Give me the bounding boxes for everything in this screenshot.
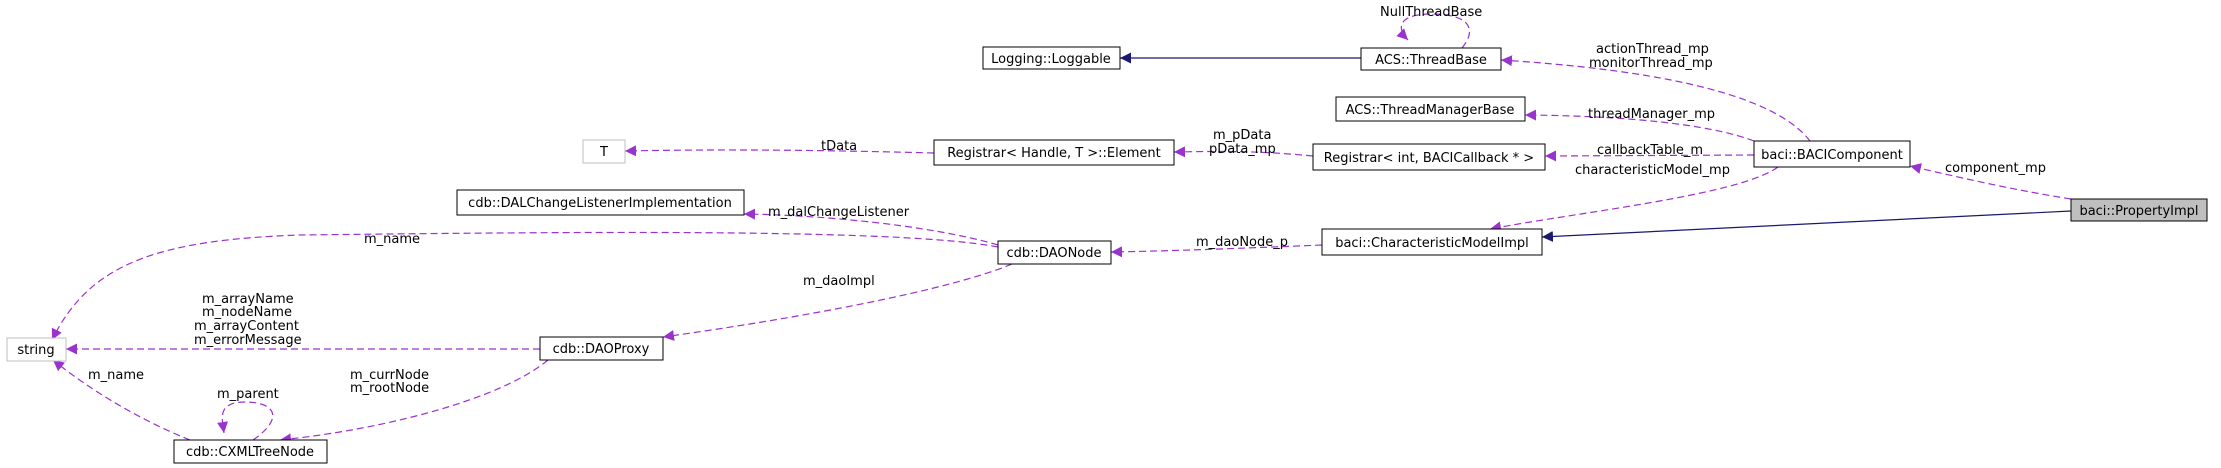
node-label: cdb::DAONode — [1006, 246, 1101, 261]
node-label: cdb::DALChangeListenerImplementation — [468, 196, 732, 211]
edge-label-tdata: tData — [821, 139, 857, 154]
edge-daonode-to-dalchangelistener — [743, 208, 999, 246]
node-cdb-cxmltreenode[interactable]: cdb::CXMLTreeNode — [173, 439, 328, 464]
edge-label-monitorthread-mp: monitorThread_mp — [1589, 56, 1713, 71]
edge-propertyimpl-to-bacicomponent — [1909, 163, 2072, 200]
edge-threadbase-self-nullthreadbase — [1396, 13, 1470, 49]
edge-cxmltreenode-to-string — [52, 359, 191, 441]
node-baci-characteristicmodelimpl[interactable]: baci::CharacteristicModelImpl — [1321, 228, 1543, 256]
edge-label-callbacktable-m: callbackTable_m — [1597, 143, 1703, 158]
node-label: string — [17, 343, 54, 358]
node-t[interactable]: T — [582, 139, 626, 164]
edge-label-actionthread-mp: actionThread_mp — [1596, 42, 1709, 57]
node-string[interactable]: string — [6, 337, 67, 362]
node-label: ACS::ThreadBase — [1375, 53, 1487, 68]
edge-label-m-daoimpl: m_daoImpl — [803, 274, 875, 289]
node-label: Registrar< int, BACICallback * > — [1324, 151, 1534, 166]
node-label: baci::PropertyImpl — [2079, 204, 2198, 219]
edge-label-m-errormessage: m_errorMessage — [194, 333, 302, 348]
node-label: ACS::ThreadManagerBase — [1346, 103, 1515, 118]
node-cdb-daoproxy[interactable]: cdb::DAOProxy — [539, 336, 664, 361]
edge-daonode-to-daoproxy — [662, 263, 1013, 341]
edge-label-m-rootnode: m_rootNode — [350, 381, 429, 396]
node-label: baci::CharacteristicModelImpl — [1335, 236, 1529, 251]
edge-cxmltreenode-self-parent — [217, 401, 274, 441]
edge-label-nullthreadbase: NullThreadBase — [1380, 5, 1482, 20]
edge-bacicomponent-to-threadmanagerbase — [1524, 109, 1755, 142]
node-label: baci::BACIComponent — [1761, 148, 1903, 163]
edge-label-m-nodename: m_nodeName — [202, 305, 292, 320]
edge-element-to-t — [624, 145, 935, 157]
edge-label-m-dalchangelistener: m_dalChangeListener — [768, 205, 910, 220]
node-label: cdb::CXMLTreeNode — [186, 445, 314, 460]
edge-label-m-arraycontent: m_arrayContent — [194, 319, 299, 334]
edge-label-m-name-cxml: m_name — [88, 368, 144, 383]
edge-bacicomponent-to-threadbase — [1500, 55, 1811, 142]
node-acs-threadmanagerbase[interactable]: ACS::ThreadManagerBase — [1335, 96, 1526, 122]
node-logging-loggable[interactable]: Logging::Loggable — [982, 46, 1121, 70]
node-cdb-daonode[interactable]: cdb::DAONode — [997, 240, 1112, 265]
edge-label-m-currnode: m_currNode — [350, 368, 429, 383]
edge-characteristicmodelimpl-to-daonode — [1110, 244, 1323, 258]
edge-label-m-name-daonode: m_name — [364, 232, 420, 247]
node-registrar-element[interactable]: Registrar< Handle, T >::Element — [933, 139, 1175, 166]
node-acs-threadbase[interactable]: ACS::ThreadBase — [1360, 47, 1502, 71]
edge-label-m-parent: m_parent — [217, 387, 279, 402]
edge-label-characteristicmodel-mp: characteristicModel_mp — [1575, 163, 1730, 178]
edge-bacicomponent-to-characteristicmodelimpl — [1489, 166, 1779, 233]
node-registrar-int-bacicallback[interactable]: Registrar< int, BACICallback * > — [1312, 143, 1546, 171]
edge-daonode-to-string — [51, 231, 999, 341]
edge-propertyimpl-to-characteristicmodelimpl — [1541, 210, 2072, 242]
edge-registrar-int-to-element — [1173, 146, 1314, 158]
edge-label-m-daonode-p: m_daoNode_p — [1196, 235, 1288, 250]
edge-bacicomponent-to-registrar-int — [1544, 150, 1755, 162]
edge-label-threadmanager-mp: threadManager_mp — [1588, 107, 1715, 122]
edge-label-m-arrayname: m_arrayName — [202, 292, 294, 307]
node-label: Logging::Loggable — [991, 52, 1111, 67]
node-cdb-dalchangelistenerimplementation[interactable]: cdb::DALChangeListenerImplementation — [456, 189, 745, 216]
node-label: cdb::DAOProxy — [553, 342, 650, 357]
node-label: T — [599, 145, 608, 160]
node-label: Registrar< Handle, T >::Element — [947, 146, 1161, 161]
edge-label-pdata-mp: pData_mp — [1209, 142, 1276, 157]
edge-label-component-mp: component_mp — [1945, 161, 2046, 176]
edge-daoproxy-to-cxmltreenode — [279, 359, 549, 445]
node-baci-propertyimpl[interactable]: baci::PropertyImpl — [2070, 198, 2208, 222]
edge-label-m-pdata: m_pData — [1213, 128, 1271, 143]
node-baci-bacicomponent[interactable]: baci::BACIComponent — [1753, 140, 1911, 168]
